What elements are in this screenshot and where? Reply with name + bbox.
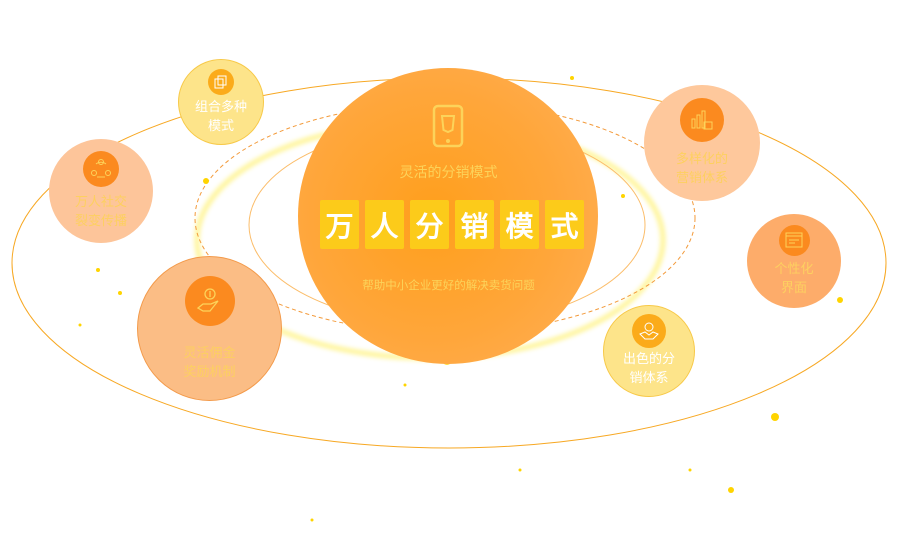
bar-chart-icon [680,98,724,142]
title-char: 模 [500,200,539,249]
feature-label: 万人社交裂变传播 [74,195,127,229]
feature-flexible-commission[interactable]: 灵活佣金奖励机制 [137,256,282,401]
people-network-icon [83,151,119,187]
center-title: 万 人 分 销 模 式 [320,200,584,249]
title-char: 销 [455,200,494,249]
interface-icon [778,224,810,256]
mobile-html5-icon [432,104,464,148]
feature-distribution-system[interactable]: 出色的分销体系 [603,305,695,397]
feature-social-fission[interactable]: 万人社交裂变传播 [49,139,153,243]
feature-label: 灵活佣金奖励机制 [183,345,236,380]
feature-combined-modes[interactable]: 组合多种模式 [178,59,264,145]
center-kicker: 灵活的分销模式 [399,165,498,181]
title-char: 万 [320,200,359,249]
title-char: 分 [410,200,449,249]
feature-label: 多样化的营销体系 [675,152,728,186]
title-char: 人 [365,200,404,249]
feature-label: 出色的分销体系 [622,352,675,386]
feature-marketing-system[interactable]: 多样化的营销体系 [644,85,760,201]
title-char: 式 [545,200,584,249]
feature-label: 组合多种模式 [194,99,247,134]
copy-icon [208,68,234,95]
center-subtitle: 帮助中小企业更好的解决卖货问题 [362,278,535,292]
handshake-icon [632,314,666,348]
feature-personalized-ui[interactable]: 个性化界面 [747,214,841,308]
feature-label: 个性化界面 [774,261,814,296]
money-hand-icon [184,275,235,326]
